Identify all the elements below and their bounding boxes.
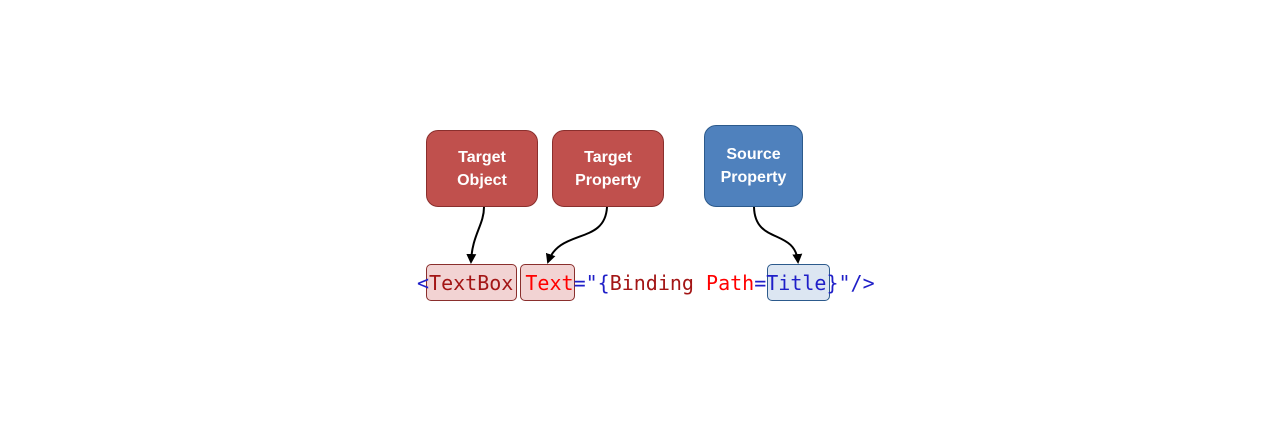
text-highlight <box>520 264 575 301</box>
source-property-callout: Source Property <box>704 125 803 207</box>
target-property-callout: Target Property <box>552 130 664 207</box>
code-space-1 <box>513 266 525 300</box>
title-highlight <box>767 264 830 301</box>
target-object-line1: Target <box>458 148 506 166</box>
xaml-code-line: <TextBox Text="{Binding Path=Title}"/> <box>417 266 875 300</box>
source-property-line2: Property <box>720 169 787 186</box>
target-property-line1: Target <box>584 148 632 166</box>
target-object-callout: Target Object <box>426 130 538 207</box>
code-path-value-title: Title <box>766 271 827 295</box>
code-attribute-text: Text <box>525 271 574 295</box>
arrow-source-property <box>753 206 803 264</box>
target-property-line2: Property <box>575 171 641 189</box>
code-close: }"/> <box>826 271 875 295</box>
code-path-equals: = <box>754 271 767 295</box>
arrow-target-property <box>545 206 608 264</box>
code-path-attribute: Path <box>706 271 755 295</box>
code-space-2 <box>694 266 706 300</box>
code-binding-keyword: Binding <box>609 271 694 295</box>
code-equals-brace: ="{ <box>573 271 610 295</box>
textbox-highlight <box>426 264 517 301</box>
source-property-line1: Source <box>726 146 781 163</box>
code-element-textbox: TextBox <box>429 271 514 295</box>
target-object-line2: Object <box>457 171 507 189</box>
code-open-bracket: < <box>417 271 430 295</box>
arrow-target-object <box>466 206 485 264</box>
